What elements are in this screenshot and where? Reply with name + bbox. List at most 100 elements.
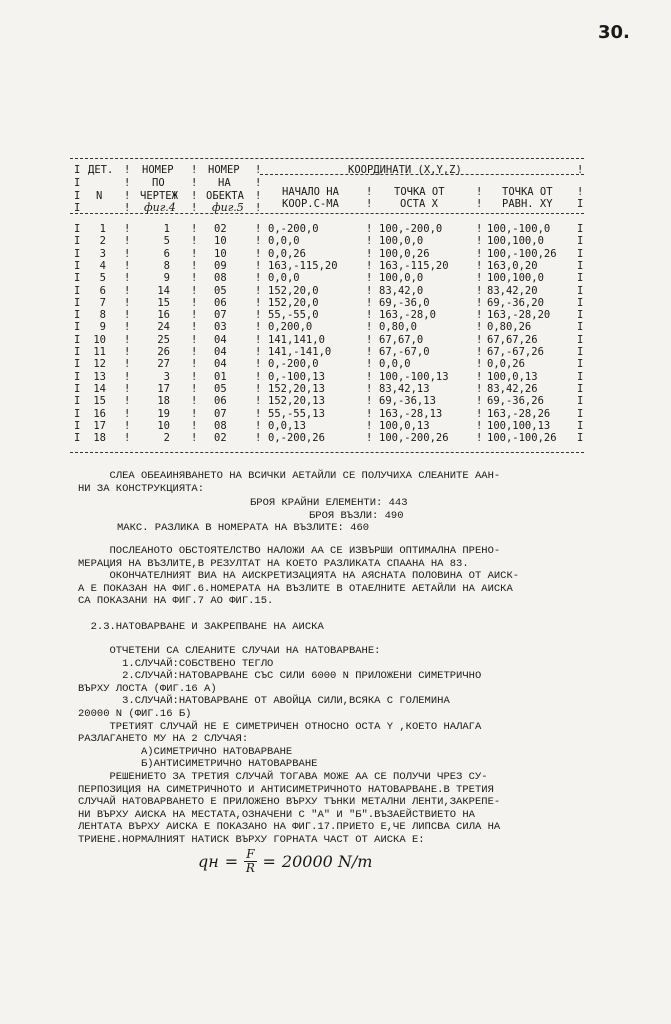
cell-origin: 0,0,0	[268, 235, 300, 248]
col-header-object-handwritten: фиг.5	[212, 201, 244, 214]
row-border: !	[366, 333, 373, 346]
cell-object-number: 05	[214, 284, 227, 297]
cell-drawing-number: 3	[163, 370, 170, 383]
cell-point-xy: 100,100,0	[487, 272, 544, 285]
cell-point-xy: 163,0,20	[487, 259, 538, 272]
col-header-drawing-2: ПО	[152, 177, 165, 189]
row-border: !	[124, 382, 131, 395]
cell-object-number: 06	[214, 395, 227, 408]
formula-denominator: R	[245, 861, 255, 875]
row-border: I	[74, 395, 81, 408]
row-border: !	[191, 419, 198, 432]
row-border: !	[124, 272, 131, 285]
row-border: !	[255, 259, 262, 272]
cell-origin: 0,-200,0	[268, 358, 319, 371]
row-border: !	[476, 247, 483, 260]
col-header-n: N	[96, 190, 103, 202]
cell-point-x: 0,80,0	[379, 321, 417, 334]
row-border: !	[124, 247, 131, 260]
row-border: !	[255, 296, 262, 309]
cell-point-x: 69,-36,13	[379, 395, 436, 408]
cell-det-number: 12	[93, 358, 106, 371]
row-border: I	[577, 309, 584, 322]
row-border: I	[74, 247, 81, 260]
cell-origin: 0,-200,26	[268, 432, 325, 445]
cell-det-number: 6	[99, 284, 106, 297]
row-border: I	[577, 432, 584, 445]
cell-det-number: 3	[99, 247, 106, 260]
row-border: !	[476, 382, 483, 395]
cell-drawing-number: 18	[157, 395, 170, 408]
row-border: !	[366, 223, 373, 235]
col-header-drawing-1: НОМЕР	[142, 164, 174, 176]
row-border: !	[124, 321, 131, 334]
cell-det-number: 5	[99, 272, 106, 285]
cell-drawing-number: 27	[157, 358, 170, 371]
row-border: !	[476, 284, 483, 297]
cell-drawing-number: 25	[157, 333, 170, 346]
row-border: !	[255, 272, 262, 285]
row-border: !	[255, 247, 262, 260]
row-border: !	[124, 223, 131, 235]
cell-point-xy: 100,-100,26	[487, 247, 557, 260]
row-border: I	[74, 346, 81, 358]
cell-det-number: 4	[99, 259, 106, 272]
row-border: !	[366, 358, 373, 371]
cell-origin: 0,0,13	[268, 419, 306, 432]
table-bottom-rule	[70, 452, 584, 453]
row-border: !	[124, 296, 131, 309]
row-border: I	[577, 395, 584, 408]
cell-point-x: 100,0,13	[379, 419, 430, 432]
col-header-drawing-3: ЧЕРТЕЖ	[140, 190, 178, 202]
row-border: !	[255, 309, 262, 322]
row-border: !	[366, 370, 373, 383]
row-border: !	[255, 333, 262, 346]
row-border: I	[74, 235, 81, 248]
cell-point-xy: 69,-36,20	[487, 296, 544, 309]
row-border: !	[124, 259, 131, 272]
row-border: I	[577, 259, 584, 272]
row-border: !	[191, 309, 198, 322]
cell-origin: 152,20,13	[268, 395, 325, 408]
paragraph-loads: ОТЧЕТЕНИ СА СЛЕАНИТЕ СЛУЧАИ НА НАТОВАРВА…	[78, 645, 501, 846]
cell-drawing-number: 9	[163, 272, 170, 285]
row-border: !	[124, 358, 131, 371]
row-border: !	[124, 370, 131, 383]
cell-origin: 141,-141,0	[268, 346, 332, 358]
row-border: !	[124, 235, 131, 248]
col-header-object-2: НА	[218, 177, 231, 189]
row-border: !	[366, 259, 373, 272]
cell-drawing-number: 15	[157, 296, 170, 309]
row-border: !	[366, 346, 373, 358]
row-border: I	[577, 321, 584, 334]
stat-max-difference: МАКС. РАЗЛИКА В НОМЕРАТА НА ВЪЗЛИТЕ: 460	[117, 522, 370, 534]
cell-object-number: 05	[214, 382, 227, 395]
row-border: I	[577, 247, 584, 260]
cell-point-xy: 163,-28,26	[487, 407, 551, 420]
col-header-point-x-2: ОСТА X	[400, 198, 438, 210]
row-border: !	[476, 296, 483, 309]
col-header-point-x-1: ТОЧКА ОТ	[394, 186, 445, 198]
row-border: !	[255, 395, 262, 408]
row-border: !	[476, 272, 483, 285]
cell-origin: 0,-200,0	[268, 223, 319, 235]
cell-object-number: 03	[214, 321, 227, 334]
row-border: !	[255, 235, 262, 248]
row-border: !	[476, 346, 483, 358]
cell-point-xy: 69,-36,26	[487, 395, 544, 408]
cell-point-x: 163,-115,20	[379, 259, 449, 272]
row-border: !	[476, 419, 483, 432]
cell-object-number: 10	[214, 235, 227, 248]
cell-point-x: 163,-28,0	[379, 309, 436, 322]
col-header-origin-2: КООР.С-МА	[282, 198, 339, 210]
row-border: I	[74, 223, 81, 235]
row-border: I	[74, 407, 81, 420]
cell-point-xy: 0,0,26	[487, 358, 525, 371]
cell-drawing-number: 8	[163, 259, 170, 272]
cell-origin: 0,0,26	[268, 247, 306, 260]
